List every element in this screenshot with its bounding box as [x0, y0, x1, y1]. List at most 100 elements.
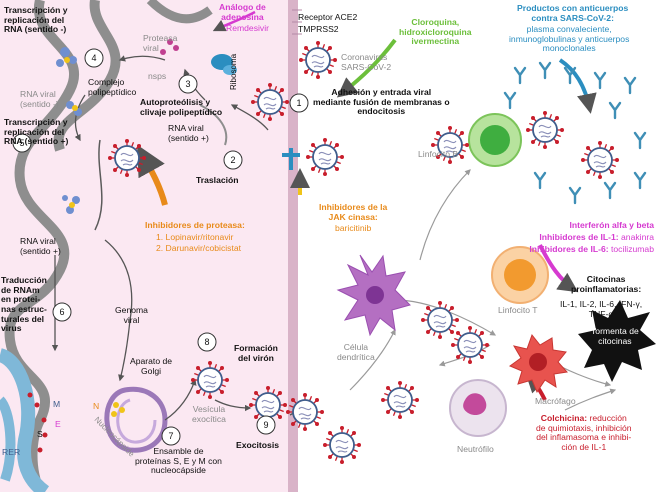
er-fold-top-right [146, 0, 213, 24]
analogo-drug: Remdesivir [226, 23, 269, 33]
proteasa-inh-1: 1. Lopinavir/ritonavir [156, 232, 234, 242]
coronavirus-label: Coronavirus SARS-CoV-2 [341, 52, 392, 72]
traslacion-label: Traslación [196, 175, 239, 185]
polypeptide-complex [56, 47, 82, 214]
step-badge-4 [84, 48, 104, 68]
step-1-number: 1 [296, 98, 301, 108]
step-badge-5 [12, 133, 32, 153]
arrow-genoma [104, 239, 133, 382]
macrofago-cell [508, 333, 568, 394]
nucleus-edge [0, 348, 50, 492]
virus-cloud-2 [580, 140, 620, 180]
tormenta-label: Tormenta de citocinas [591, 326, 639, 346]
linfocito-t-cell [491, 246, 549, 304]
membrane-receptors [292, 9, 302, 35]
cloroquina-label: Cloroquina, hidroxicloroquina ivermectin… [399, 17, 472, 47]
antibodies-group [503, 61, 647, 205]
il6-line: Inhibidores de IL-6: tocilizumab [480, 244, 654, 255]
colchicina-body: reducción de quimiotaxis, inhibición del… [536, 413, 632, 452]
il6-title: Inhibidores de IL-6: [529, 244, 609, 254]
arrow-cloroquina [336, 38, 397, 98]
rna-strand-2 [94, 139, 103, 231]
proteasa-inh-title: Inhibidores de proteasa: [145, 220, 245, 230]
celula-dendritica-label: Célula dendrítica [337, 342, 375, 362]
linfocito-b-cell [468, 113, 522, 167]
nsps-label: nsps [148, 71, 167, 81]
ensamble-label: Ensamble de proteínas S, E y M con nucle… [135, 446, 222, 476]
proteasa-inh-2: 2. Darunavir/cobicistat [156, 243, 242, 253]
virus-cloud-1 [525, 110, 565, 150]
er-fold-left [4, 0, 80, 492]
anticuerpos-body: plasma convaleciente, inmunoglobulinas y… [509, 24, 630, 54]
citocinas-title: Citocinas proinflamatorias: [571, 274, 642, 294]
proteasa-viral-label: Proteasa viral [143, 33, 178, 53]
arrow-virion-to-dc [349, 328, 396, 391]
s-label: S [37, 429, 43, 439]
ribosome-icon [211, 54, 237, 75]
adhesion-label: Adhesión y entrada viral mediante fusión… [313, 87, 450, 117]
step-badge-2 [223, 150, 243, 170]
tormenta-burst [578, 300, 656, 382]
step-5-number: 5 [19, 138, 24, 148]
step-badge-7 [161, 426, 181, 446]
dendritic-cell [336, 254, 411, 337]
nucleus-edge-inner [0, 396, 16, 482]
colchicina-title: Colchicina: [540, 413, 588, 423]
step-7-number: 7 [168, 431, 173, 441]
tmprss2-label: TMPRSS2 [298, 24, 339, 34]
rna-strand-1 [199, 104, 228, 146]
step-2-number: 2 [230, 155, 235, 165]
ribosoma-label: Ribosoma [229, 53, 238, 90]
jak-receptor [282, 148, 300, 170]
rer-label: RER [2, 447, 21, 457]
jak-drug: baricitinib [335, 223, 372, 233]
arrow-macro-to-storm [564, 388, 617, 411]
exocitosis-label: Exocitosis [236, 440, 279, 450]
step-badge-8 [197, 332, 217, 352]
receptor-ace2-label: Receptor ACE2 [298, 12, 358, 22]
step-6-number: 6 [59, 307, 64, 317]
linfocito-b-label: Linfocito B [418, 149, 459, 159]
virus-near-dc-2 [450, 325, 490, 365]
analogo-title: Análogo de adenosina [219, 2, 266, 22]
anticuerpos-title: Productos con anticuerpos contra SARS-Co… [517, 3, 629, 23]
virus-coronavirus-outside [298, 40, 338, 80]
rna-viral-pos-b-label: RNA viral (sentido +) [20, 236, 61, 256]
formacion-viron-label: Formación del virón [234, 343, 278, 363]
polypeptide-yellow [64, 57, 78, 208]
er-fold-top [53, 0, 121, 152]
transc-pos-label: Transcripción y replicación del RNA (sen… [4, 117, 69, 147]
arrow-anticuerpos [558, 58, 597, 114]
step-4-number: 4 [91, 53, 96, 63]
virus-near-dc [420, 300, 460, 340]
step-9-number: 9 [263, 420, 268, 430]
step-8-number: 8 [204, 337, 209, 347]
virus-released-1 [285, 392, 325, 432]
golgi-apparatus [104, 386, 168, 453]
arrow-step3-to-4 [118, 55, 166, 62]
step-numbers: 1 2 3 4 5 6 7 8 9 [19, 53, 301, 441]
neutrofilo-label: Neutrófilo [457, 444, 494, 454]
proteasa-dots [160, 39, 179, 55]
jak-title: Inhibidores de la JAK cinasa: [319, 202, 388, 222]
virus-endosome [107, 138, 147, 178]
colchicina-text: Colchicina: reducción de quimiotaxis, in… [536, 413, 632, 453]
step-badge-6 [52, 302, 72, 322]
virus-membrane-2 [305, 137, 345, 177]
arrow-dc-to-b [419, 169, 471, 261]
m-label: M [53, 399, 61, 409]
linfocito-t-label: Linfocito T [498, 305, 538, 315]
virus-released-2 [322, 425, 362, 465]
virus-released-3 [380, 380, 420, 420]
arrow-golgi-to-8 [164, 378, 197, 421]
neutrofilo-cell [449, 379, 507, 437]
rna-viral-pos-a-label: RNA viral (sentido +) [168, 123, 209, 143]
arrow-8-to-9 [214, 399, 252, 412]
arrow-step4-to-5 [74, 94, 86, 142]
il6-drug: tocilizumab [611, 244, 654, 254]
step-3-number: 3 [185, 79, 190, 89]
interferon-label: Interferón alfa y beta [569, 220, 654, 230]
step-badge-1 [289, 93, 309, 113]
